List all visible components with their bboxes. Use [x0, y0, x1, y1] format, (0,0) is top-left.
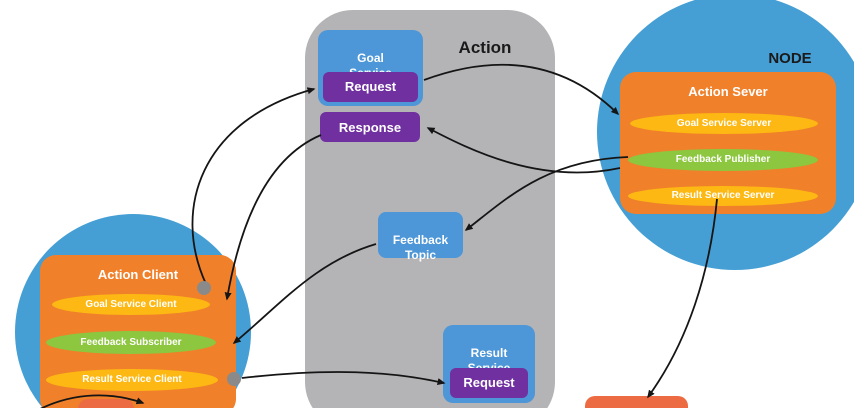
action-client-title: Action Client	[97, 267, 179, 282]
goal-request-label: Request	[344, 78, 397, 94]
connector-dot-result-client	[227, 372, 241, 386]
feedback-subscriber-pill: Feedback Subscriber	[46, 331, 216, 354]
action-panel-title: Action	[458, 38, 512, 57]
goal-response-label: Response	[338, 119, 402, 135]
goal-response-box: Response	[320, 112, 420, 142]
connector-dot-goal-client	[197, 281, 211, 295]
server-node-label: NODE	[768, 50, 812, 67]
action-server-title: Action Sever	[688, 84, 768, 99]
result-request-label: Request	[463, 374, 515, 390]
goal-request-box: Request	[323, 72, 418, 102]
partial-box-bottom-left	[78, 399, 134, 408]
result-service-client-label: Result Service Client	[82, 374, 182, 385]
action-client-box: Action Client Goal Service Client Feedba…	[40, 255, 236, 408]
goal-service-box: Goal Service Request	[318, 30, 423, 106]
goal-service-server-label: Goal Service Server	[676, 117, 772, 129]
feedback-publisher-label: Feedback Publisher	[675, 154, 771, 165]
goal-service-server-pill: Goal Service Server	[630, 113, 818, 134]
goal-service-client-label: Goal Service Client	[85, 298, 177, 310]
result-service-client-pill: Result Service Client	[46, 369, 218, 391]
feedback-subscriber-label: Feedback Subscriber	[80, 336, 182, 348]
result-service-server-pill: Result Service Server	[628, 186, 818, 206]
goal-service-client-pill: Goal Service Client	[52, 294, 210, 315]
result-service-server-label: Result Service Server	[671, 190, 775, 201]
result-request-box: Request	[450, 368, 528, 398]
action-server-box: Action Sever Goal Service Server Feedbac…	[620, 72, 836, 214]
feedback-topic-box: Feedback Topic	[378, 212, 463, 262]
feedback-publisher-pill: Feedback Publisher	[628, 149, 818, 171]
partial-box-bottom-center	[585, 396, 688, 408]
feedback-topic-label: Feedback Topic	[392, 233, 449, 262]
result-service-box: Result Service Request	[443, 325, 535, 403]
